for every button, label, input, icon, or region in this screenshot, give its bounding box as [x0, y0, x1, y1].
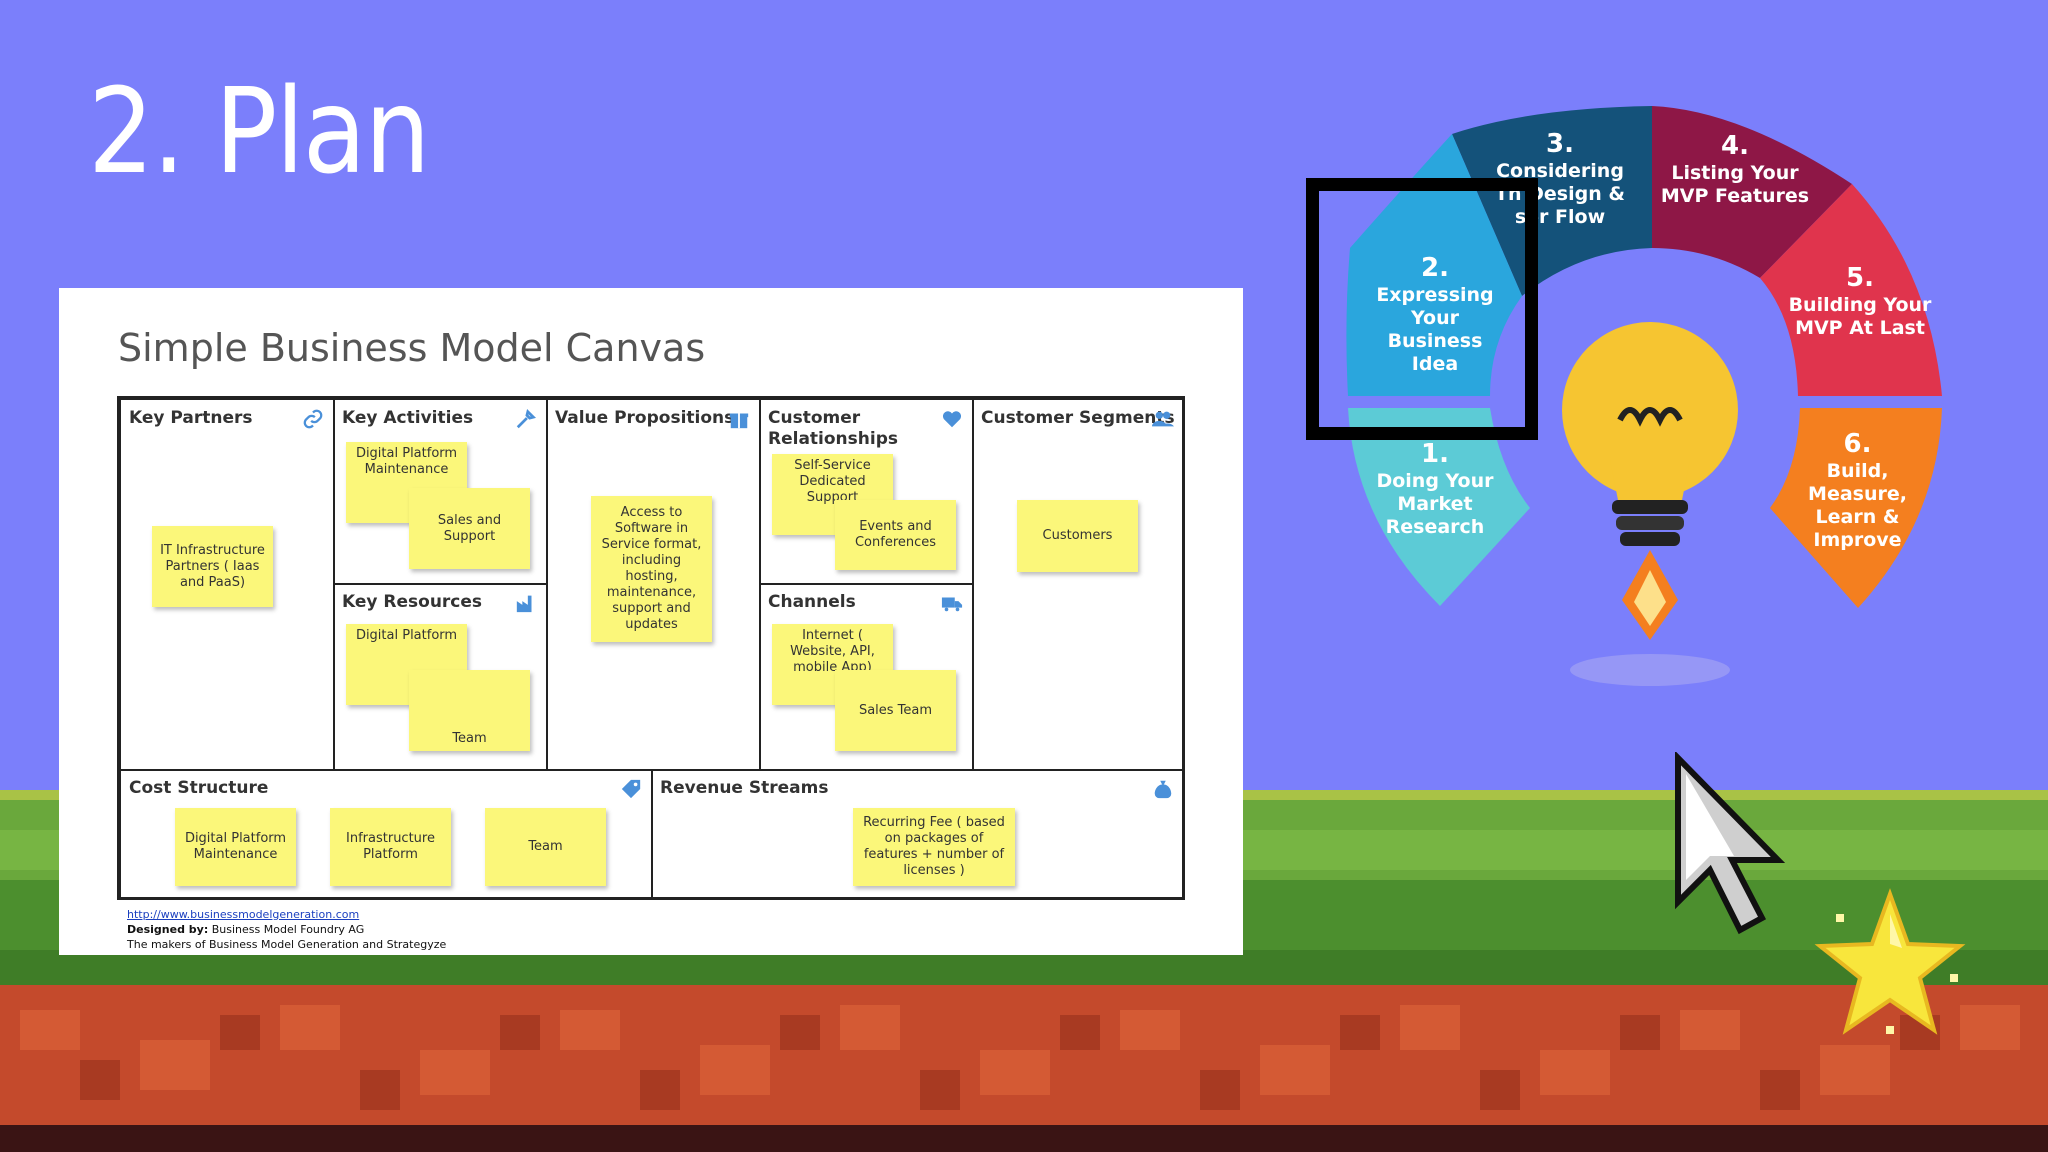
wheel-segment-2 — [1346, 134, 1522, 396]
tag-icon — [621, 779, 641, 799]
channels-label: Channels — [768, 592, 856, 612]
highlight-box — [1306, 178, 1538, 440]
sticky-note: Team — [485, 808, 606, 886]
sticky-note: Sales and Support — [409, 488, 530, 569]
wheel-step-4: 4. Listing Your MVP Features — [1655, 130, 1815, 208]
rocket-flame-icon — [1570, 550, 1730, 686]
slide-title: 2. Plan — [88, 62, 430, 200]
wheel-step-4-label: Listing Your MVP Features — [1660, 162, 1810, 207]
money-bag-icon — [1154, 780, 1172, 799]
wheel-segment-3 — [1452, 106, 1652, 296]
wheel-segment-4 — [1652, 106, 1852, 278]
sticky-note: Recurring Fee ( based on packages of fea… — [853, 808, 1015, 886]
cursor-icon — [1675, 752, 1786, 935]
customer-segments-label: Customer Segments — [981, 408, 1175, 428]
star-icon — [1814, 888, 1966, 1035]
factory-icon — [516, 595, 532, 613]
customer-segments-cell: Customer Segments Customers — [972, 399, 1185, 771]
wheel-step-1: 1. Doing Your Market Research — [1375, 438, 1495, 539]
sticky-note: IT Infrastructure Partners ( Iaas and Pa… — [152, 526, 273, 607]
revenue-streams-label: Revenue Streams — [660, 778, 829, 798]
wheel-step-4-number: 4. — [1721, 131, 1749, 161]
sticky-note: Customers — [1017, 500, 1138, 572]
gift-icon — [729, 413, 749, 429]
key-partners-cell: Key Partners IT Infrastructure Partners … — [120, 399, 335, 771]
cost-structure-label: Cost Structure — [129, 778, 269, 798]
canvas-grid: Key Partners IT Infrastructure Partners … — [117, 396, 1185, 900]
truck-icon — [941, 597, 963, 612]
designed-by-value: Business Model Foundry AG — [211, 923, 365, 936]
cost-structure-cell: Cost Structure Digital Platform Maintena… — [120, 769, 653, 900]
wheel-step-5: 5. Building Your MVP At Last — [1785, 262, 1935, 340]
wheel-segment-1 — [1348, 408, 1530, 606]
sticky-note: Infrastructure Platform — [330, 808, 451, 886]
key-resources-cell: Key Resources Digital Platform Team — [333, 583, 548, 771]
footer-makers: The makers of Business Model Generation … — [127, 938, 447, 951]
wheel-step-5-number: 5. — [1846, 263, 1874, 293]
wheel-step-3-number: 3. — [1546, 129, 1574, 159]
wheel-step-1-number: 1. — [1421, 439, 1449, 469]
key-partners-label: Key Partners — [129, 408, 253, 428]
link-icon — [303, 409, 323, 429]
sticky-note: Sales Team — [835, 670, 956, 751]
people-icon — [1152, 411, 1174, 427]
customer-relationships-label: Customer Relationships — [768, 408, 898, 449]
sticky-note: Digital Platform Maintenance — [175, 808, 296, 886]
business-model-canvas: Simple Business Model Canvas Key Partner… — [59, 288, 1243, 955]
wheel-step-2-label: Expressing Your Business Idea — [1376, 284, 1494, 375]
key-activities-label: Key Activities — [342, 408, 474, 428]
tool-icon — [516, 408, 537, 429]
wheel-step-1-label: Doing Your Market Research — [1376, 470, 1494, 538]
designed-by-label: Designed by: — [127, 923, 209, 936]
key-activities-cell: Key Activities Digital Platform Maintena… — [333, 399, 548, 585]
footer-link[interactable]: http://www.businessmodelgeneration.com — [127, 908, 360, 921]
wheel-step-2-number: 2. — [1421, 253, 1449, 283]
sticky-note: Team — [409, 670, 530, 751]
canvas-footer: http://www.businessmodelgeneration.com D… — [127, 907, 446, 952]
key-resources-label: Key Resources — [342, 592, 483, 612]
heart-icon — [942, 411, 962, 428]
sticky-note: Access to Software in Service format, in… — [591, 496, 712, 642]
wheel-step-6-number: 6. — [1843, 429, 1872, 459]
wheel-step-5-label: Building Your MVP At Last — [1788, 294, 1932, 339]
customer-relationships-cell: Customer Relationships Self-Service Dedi… — [759, 399, 974, 585]
wheel-segment-6 — [1770, 408, 1942, 608]
mvp-process-wheel — [1346, 106, 1942, 686]
wheel-step-2: 2. Expressing Your Business Idea — [1375, 252, 1495, 376]
sticky-note: Events and Conferences — [835, 500, 956, 570]
revenue-streams-cell: Revenue Streams Recurring Fee ( based on… — [651, 769, 1185, 900]
wheel-segment-5 — [1760, 184, 1942, 396]
channels-cell: Channels Internet ( Website, API, mobile… — [759, 583, 974, 771]
lightbulb-icon — [1562, 322, 1738, 546]
value-propositions-label: Value Propositions — [555, 408, 735, 428]
canvas-title: Simple Business Model Canvas — [118, 326, 706, 370]
wheel-step-6-label: Build, Measure, Learn & Improve — [1808, 460, 1907, 551]
wheel-step-6: 6. Build, Measure, Learn & Improve — [1785, 428, 1930, 552]
value-propositions-cell: Value Propositions Access to Software in… — [546, 399, 761, 771]
